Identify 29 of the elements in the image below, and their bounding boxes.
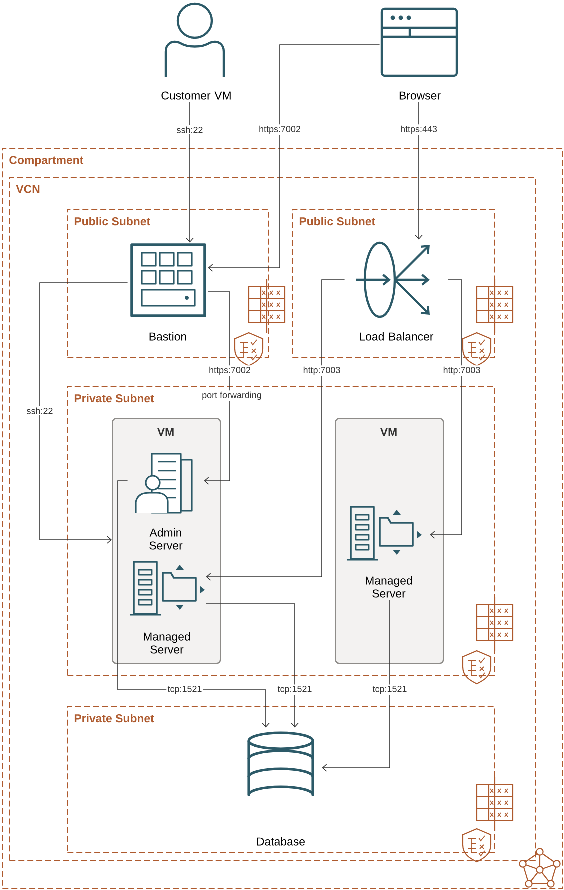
edge-label: tcp:1521 — [372, 684, 408, 696]
arrow — [204, 292, 230, 485]
node-label: Customer VM — [162, 92, 231, 100]
arrow — [322, 600, 390, 772]
edge-label: http:7003 — [442, 366, 482, 376]
edge-label: https:7002 — [208, 366, 252, 376]
arrow — [186, 102, 194, 243]
edge-label: tcp:1521 — [166, 684, 204, 696]
arrow — [415, 102, 423, 240]
node-label: Admin Server — [150, 528, 183, 550]
arrow — [206, 604, 299, 728]
node-label: Browser — [400, 92, 441, 100]
arrow — [206, 280, 346, 581]
edge-label: ssh:22 — [176, 126, 204, 134]
arrow — [40, 282, 128, 544]
node-label: Managed Server — [144, 632, 190, 654]
node-label: Database — [257, 837, 305, 846]
arrow — [118, 480, 270, 728]
arrow — [208, 44, 380, 272]
node-label: Managed Server — [366, 576, 412, 598]
node-label: Load Balancer — [360, 332, 434, 341]
node-label: Bastion — [150, 332, 186, 341]
arrow — [430, 280, 462, 539]
note: port forwarding — [200, 390, 264, 402]
edge-label: tcp:1521 — [276, 684, 314, 696]
edge-label: https:7002 — [258, 124, 302, 136]
edge-label: http:7003 — [302, 366, 342, 376]
edge-label: ssh:22 — [26, 406, 54, 416]
edge-label: https:443 — [399, 124, 439, 136]
